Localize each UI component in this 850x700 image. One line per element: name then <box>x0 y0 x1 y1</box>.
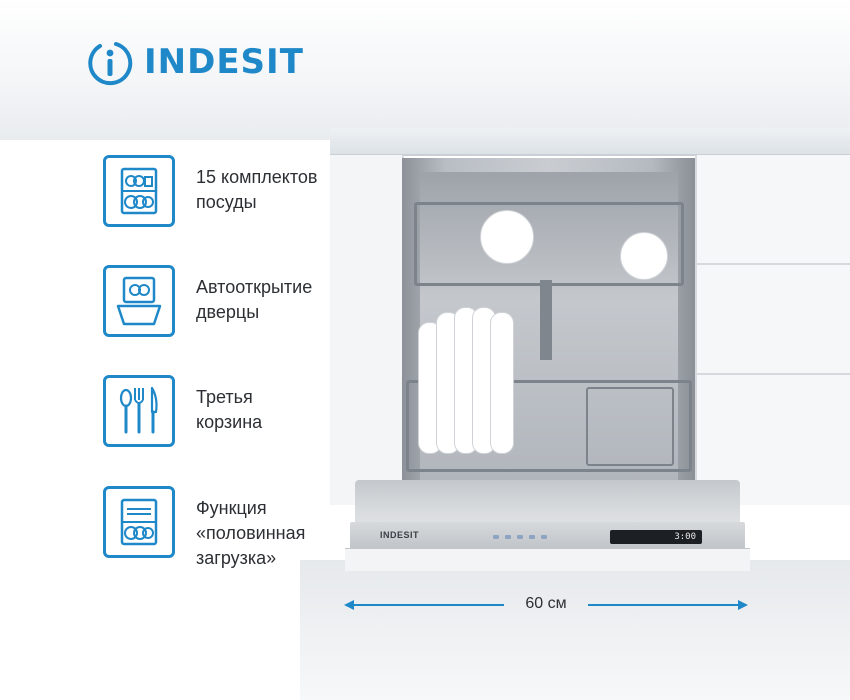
feature-label: Третья корзина <box>196 387 263 432</box>
width-dimension-arrow <box>344 600 748 610</box>
spray-arm <box>540 280 552 360</box>
plate <box>620 232 668 280</box>
auto-open-door-icon <box>103 265 175 337</box>
lower-basket <box>406 380 692 472</box>
appliance-brand-label: INDESIT <box>380 530 420 540</box>
cabinet-left <box>330 155 404 505</box>
indesit-logo-icon <box>88 42 133 86</box>
brand-logo: INDESIT <box>86 36 304 88</box>
cutlery-basket <box>586 387 674 466</box>
width-dimension-label: 60 см <box>525 595 567 612</box>
cabinet-right <box>695 155 850 505</box>
door-front-panel <box>345 548 750 571</box>
brand-name: INDESIT <box>144 42 304 82</box>
feature-auto-open: Автооткрытие дверцы <box>103 265 383 343</box>
feature-label: Функция «половинная загрузка» <box>196 498 306 568</box>
feature-place-settings: 15 комплектов посуды <box>103 155 383 233</box>
feature-label: 15 комплектов посуды <box>196 167 318 212</box>
dishwasher-interior <box>406 172 692 492</box>
half-load-icon <box>103 486 175 558</box>
floor <box>300 560 850 700</box>
cutlery-icon <box>103 375 175 447</box>
dish-rack-icon <box>103 155 175 227</box>
plate <box>490 312 514 454</box>
feature-label: Автооткрытие дверцы <box>196 277 313 322</box>
feature-half-load: Функция «половинная загрузка» <box>103 486 383 568</box>
plate <box>480 210 534 264</box>
appliance-display: 3:00 <box>610 530 702 544</box>
program-buttons <box>490 528 560 557</box>
kitchen-backsplash <box>0 0 850 140</box>
feature-third-basket: Третья корзина <box>103 375 383 453</box>
countertop <box>330 128 850 156</box>
